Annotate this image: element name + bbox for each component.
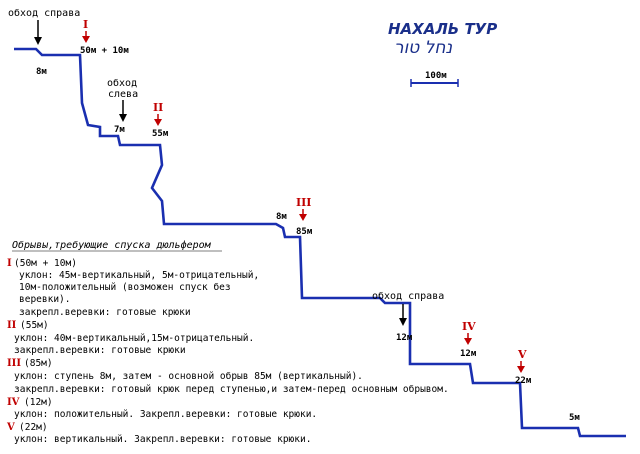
svg-text:55м: 55м [152,129,169,139]
bypass-right-top-label: обход справа [8,7,80,19]
legend-item-ii-line: уклон: 40м-вертикальный,15м-отрицательны… [14,333,254,344]
legend-item-i-line: веревки). [19,294,70,305]
scale-label: 100м [425,71,447,81]
legend-item-iii-line: закрепл.веревки: готовый крюк перед ступ… [14,384,449,395]
svg-text:22м: 22м [515,376,532,386]
svg-text:V: V [517,348,527,361]
legend-item-i-numeral: I [7,258,12,269]
minor-step-label: 12м [396,333,413,343]
bypass-left-label-1: обход [107,77,137,89]
drop-marker-iii: III 85м [296,196,313,237]
legend-item-v-height: (22м) [19,422,48,433]
legend-item-i-line: закрепл.веревки: готовые крюки [19,307,191,318]
svg-text:85м: 85м [296,227,313,237]
minor-step-label: 5м [569,413,580,423]
minor-step-label: 7м [114,125,125,135]
drop-marker-ii: II 55м [152,101,169,139]
legend-item-iv-line: уклон: положительный. Закрепл.веревки: г… [14,409,317,420]
canyon-profile-line [14,47,626,438]
legend-heading: Обрывы,требующие спуска дюльфером [12,239,212,251]
bypass-right-bottom-label: обход справа [372,290,444,302]
legend: Обрывы,требующие спуска дюльфером I (50м… [6,239,449,445]
svg-text:12м: 12м [460,349,477,359]
title-hebrew: נחל טור [394,38,452,58]
legend-item-v-numeral: V [6,422,15,433]
drop-marker-i: I 50м + 10м [80,18,129,56]
scale-bar: 100м [410,71,459,87]
title: НАХАЛЬ ТУР [388,20,497,38]
svg-text:I: I [83,18,88,31]
legend-item-iii-height: (85м) [24,358,53,369]
legend-item-ii-height: (55м) [20,320,49,331]
legend-item-i-line: 10м-положительный (возможен спуск без [19,282,231,293]
drop-marker-v: V 22м [515,348,532,386]
legend-item-i-line: уклон: 45м-вертикальный, 5м-отрицательны… [19,270,259,281]
minor-step-label: 8м [36,67,47,77]
bypass-arrow-icon [34,20,42,45]
legend-item-iv-numeral: IV [7,397,20,408]
legend-item-ii-numeral: II [7,320,17,331]
bypass-left-label-2: слева [108,89,138,100]
svg-text:II: II [153,101,163,114]
legend-item-iv-height: (12м) [24,397,53,408]
bypass-arrow-icon [119,100,127,122]
legend-item-i-height: (50м + 10м) [14,258,77,269]
minor-step-label: 8м [276,212,287,222]
legend-item-iii-line: уклон: ступень 8м, затем - основной обры… [14,371,363,382]
legend-item-ii-line: закрепл.веревки: готовые крюки [14,345,186,356]
svg-text:III: III [296,196,311,209]
bypass-arrow-icon [399,304,407,326]
svg-text:50м + 10м: 50м + 10м [80,46,129,56]
svg-text:IV: IV [462,320,476,333]
legend-item-v-line: уклон: вертикальный. Закрепл.веревки: го… [14,434,311,445]
legend-item-iii-numeral: III [7,358,21,369]
drop-marker-iv: IV 12м [460,320,477,359]
